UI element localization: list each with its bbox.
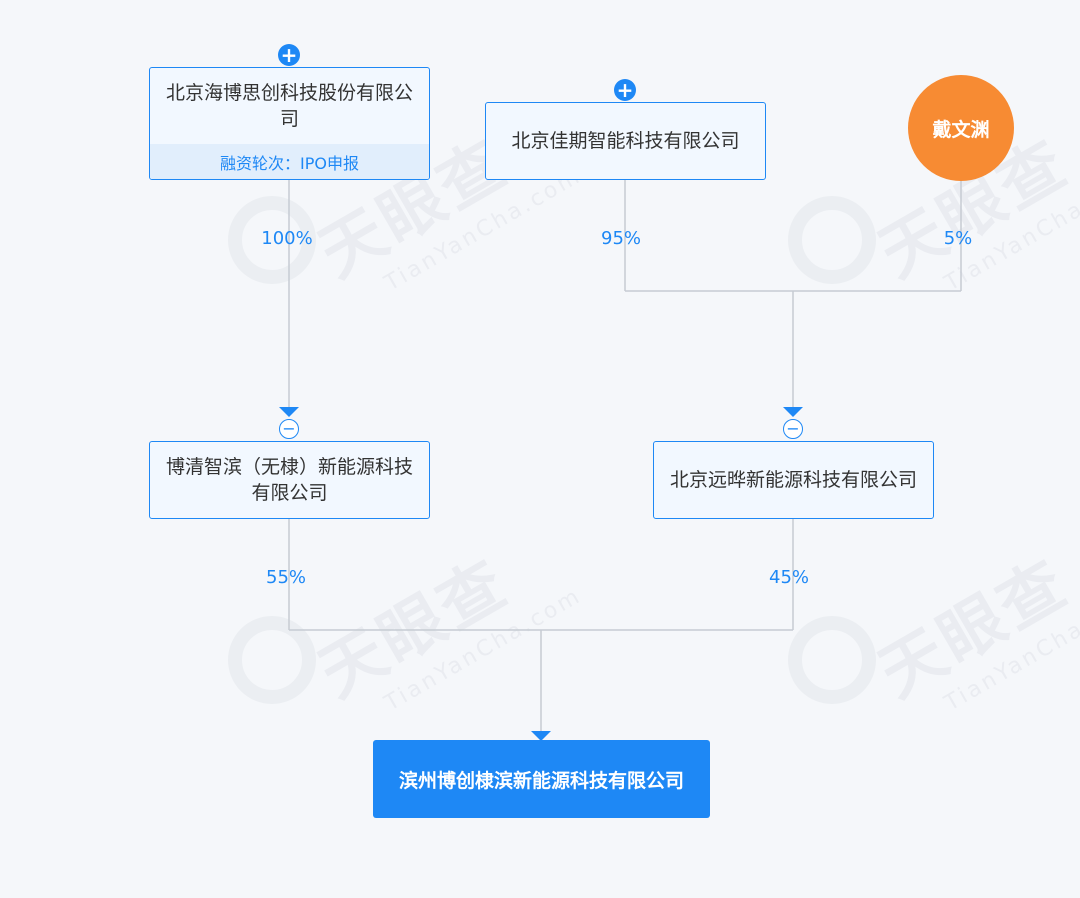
financing-round-label: 融资轮次：IPO申报 bbox=[150, 144, 429, 179]
company-node-boqing[interactable]: 博清智滨（无棣）新能源科技有限公司 bbox=[149, 441, 430, 519]
target-company-node[interactable]: 滨州博创棣滨新能源科技有限公司 bbox=[373, 740, 710, 818]
collapse-minus-icon[interactable]: − bbox=[783, 419, 803, 439]
expand-plus-icon[interactable]: + bbox=[278, 44, 300, 66]
share-percent-jiaqi: 95% bbox=[600, 228, 642, 249]
share-percent-yuanye: 45% bbox=[768, 567, 810, 588]
arrow-down-icon bbox=[279, 407, 299, 417]
company-name: 博清智滨（无棣）新能源科技有限公司 bbox=[165, 456, 413, 504]
arrow-down-icon bbox=[783, 407, 803, 417]
company-node-haibo[interactable]: 北京海博思创科技股份有限公司 融资轮次：IPO申报 bbox=[149, 67, 430, 180]
person-node-daiwenyuan[interactable]: 戴文渊 bbox=[908, 75, 1014, 181]
share-percent-person: 5% bbox=[943, 228, 973, 249]
company-name: 北京佳期智能科技有限公司 bbox=[511, 130, 740, 152]
arrow-down-icon bbox=[531, 731, 551, 741]
company-node-yuanye[interactable]: 北京远晔新能源科技有限公司 bbox=[653, 441, 934, 519]
share-percent-boqing: 55% bbox=[265, 567, 307, 588]
collapse-minus-icon[interactable]: − bbox=[279, 419, 299, 439]
company-name: 北京远晔新能源科技有限公司 bbox=[669, 469, 917, 491]
share-percent-haibo: 100% bbox=[261, 228, 313, 249]
company-name: 北京海博思创科技股份有限公司 bbox=[165, 82, 413, 130]
company-node-jiaqi[interactable]: 北京佳期智能科技有限公司 bbox=[485, 102, 766, 180]
expand-plus-icon[interactable]: + bbox=[614, 79, 636, 101]
